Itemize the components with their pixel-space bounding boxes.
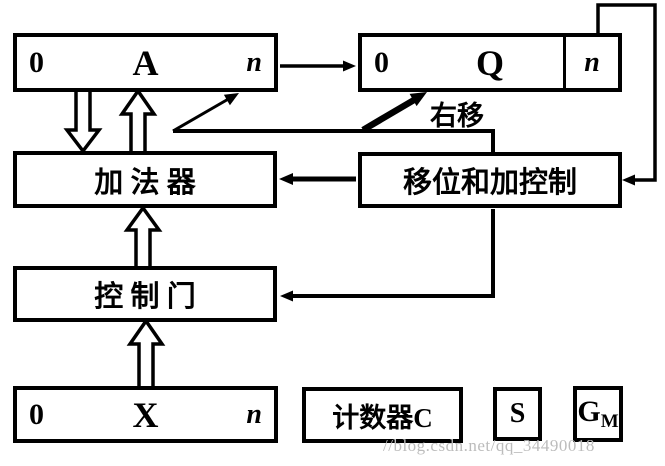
counter-c-label: 计数器C [332, 402, 433, 433]
counter-c-block: 计数器C [302, 387, 463, 443]
register-q-name: Q [475, 42, 504, 83]
adder-block: 加 法 器 [13, 151, 277, 208]
register-q-high-bit: n [584, 46, 600, 78]
register-a-high-bit: n [246, 46, 262, 78]
s-flag-label: S [509, 398, 526, 429]
register-a-name: A [132, 42, 159, 83]
control-gate-label: 控 制 门 [94, 281, 196, 313]
control-to-gate-wire [292, 209, 495, 298]
shift-to-q-arrowhead-icon [409, 92, 427, 107]
register-x-high-bit: n [246, 398, 262, 430]
register-a-low-bit: 0 [29, 45, 44, 79]
register-a: 0 A n [13, 33, 278, 92]
register-x-low-bit: 0 [29, 397, 44, 431]
q-feedback-arrowhead-icon [622, 174, 635, 186]
adder-to-a-block-arrow-icon [118, 87, 158, 155]
shift-to-a-wire [172, 96, 232, 133]
gm-flag-label: GM [577, 395, 618, 433]
register-x-name: X [132, 394, 159, 435]
control-gate-block: 控 制 门 [13, 266, 277, 322]
watermark-text: //blog.csdn.net/qq_34490018 [383, 436, 595, 455]
shift-add-control-label: 移位和加控制 [402, 167, 577, 199]
x-to-gate-block-arrow-icon [126, 317, 166, 390]
register-q-low-bit: 0 [374, 45, 389, 79]
adder-label: 加 法 器 [94, 166, 196, 199]
right-shift-bus-wire [173, 129, 495, 153]
gate-to-adder-block-arrow-icon [123, 205, 163, 270]
s-flag-block: S [493, 387, 542, 441]
shift-to-a-arrowhead-icon [223, 93, 239, 106]
register-q-msb-cell: n [563, 37, 618, 88]
q-feedback-wire [596, 3, 657, 182]
register-q: 0 Q n [358, 33, 622, 92]
gm-subscript-glyph: M [600, 411, 619, 432]
a-to-q-arrowhead-icon [343, 60, 356, 72]
control-to-gate-arrowhead-icon [280, 290, 293, 302]
control-to-adder-arrowhead-icon [279, 173, 293, 185]
register-x: 0 X n [13, 386, 278, 443]
gm-flag-block: GM [573, 386, 623, 442]
shift-add-control-block: 移位和加控制 [358, 152, 622, 208]
a-to-adder-block-arrow-icon [63, 88, 103, 154]
shift-to-q-wire [361, 97, 416, 133]
right-shift-label: 右移 [430, 101, 484, 131]
gm-base-glyph: G [577, 395, 601, 428]
